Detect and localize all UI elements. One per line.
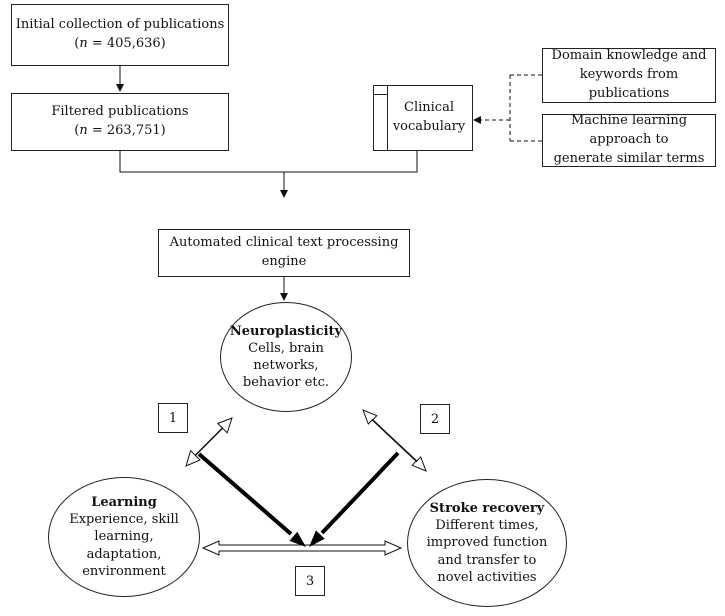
label-one: 1 bbox=[158, 403, 188, 433]
machine-learning-box: Machine learning approach to generate si… bbox=[542, 113, 716, 167]
vocabulary-inner-rule bbox=[387, 86, 388, 150]
learning-line2: learning, bbox=[94, 529, 154, 545]
learning-line3: adaptation, bbox=[86, 546, 162, 562]
domain-knowledge-box: Domain knowledge and keywords from publi… bbox=[542, 48, 716, 103]
label-three: 3 bbox=[295, 566, 325, 596]
processing-engine-label: Automated clinical text processing engin… bbox=[169, 235, 399, 269]
vocabulary-header-rule bbox=[374, 94, 388, 95]
double-arrow-neuroplasticity-stroke bbox=[362, 409, 427, 472]
double-arrow-learning-stroke bbox=[201, 540, 403, 556]
initial-collection-box: Initial collection of publications (n = … bbox=[11, 4, 229, 66]
clinical-vocabulary-box: Clinical vocabulary bbox=[373, 85, 473, 151]
learning-line1: Experience, skill bbox=[69, 512, 179, 528]
neuroplasticity-ellipse: Neuroplasticity Cells, brain networks, b… bbox=[220, 302, 352, 412]
learning-title: Learning bbox=[91, 495, 157, 511]
neuroplasticity-line1: Cells, brain bbox=[248, 340, 324, 356]
neuroplasticity-line2: networks, bbox=[253, 358, 319, 373]
label-two: 2 bbox=[420, 404, 450, 434]
stroke-recovery-line2: improved function bbox=[426, 535, 548, 551]
stroke-recovery-title: Stroke recovery bbox=[429, 501, 545, 517]
neuroplasticity-title: Neuroplasticity bbox=[229, 323, 343, 339]
domain-knowledge-line2: keywords from publications bbox=[579, 67, 679, 101]
clinical-vocabulary-line2: vocabulary bbox=[392, 119, 466, 134]
processing-engine-box: Automated clinical text processing engin… bbox=[158, 229, 410, 277]
stroke-recovery-ellipse: Stroke recovery Different times, improve… bbox=[407, 479, 567, 607]
stroke-recovery-line1: Different times, bbox=[435, 518, 539, 534]
merge-connector bbox=[119, 151, 418, 173]
filtered-publications-box: Filtered publications (n = 263,751) bbox=[11, 93, 229, 151]
stroke-recovery-line4: novel activities bbox=[437, 569, 537, 585]
bold-arrow-left bbox=[197, 452, 306, 547]
initial-collection-title: Initial collection of publications bbox=[15, 17, 225, 33]
initial-collection-count: (n = 405,636) bbox=[74, 36, 166, 51]
domain-knowledge-line1: Domain knowledge and bbox=[551, 48, 707, 64]
learning-ellipse: Learning Experience, skill learning, ada… bbox=[48, 477, 200, 597]
clinical-vocabulary-line1: Clinical bbox=[404, 100, 454, 116]
stroke-recovery-line3: and transfer to bbox=[437, 552, 537, 568]
learning-line4: environment bbox=[82, 563, 166, 579]
filtered-publications-title: Filtered publications bbox=[51, 104, 189, 120]
bold-arrow-right bbox=[309, 451, 400, 547]
neuroplasticity-line3: behavior etc. bbox=[242, 375, 330, 391]
machine-learning-line1: Machine learning approach to bbox=[570, 113, 688, 148]
double-arrow-learning-neuroplasticity bbox=[185, 417, 233, 467]
machine-learning-line2: generate similar terms bbox=[553, 150, 705, 166]
filtered-publications-count: (n = 263,751) bbox=[74, 123, 166, 138]
